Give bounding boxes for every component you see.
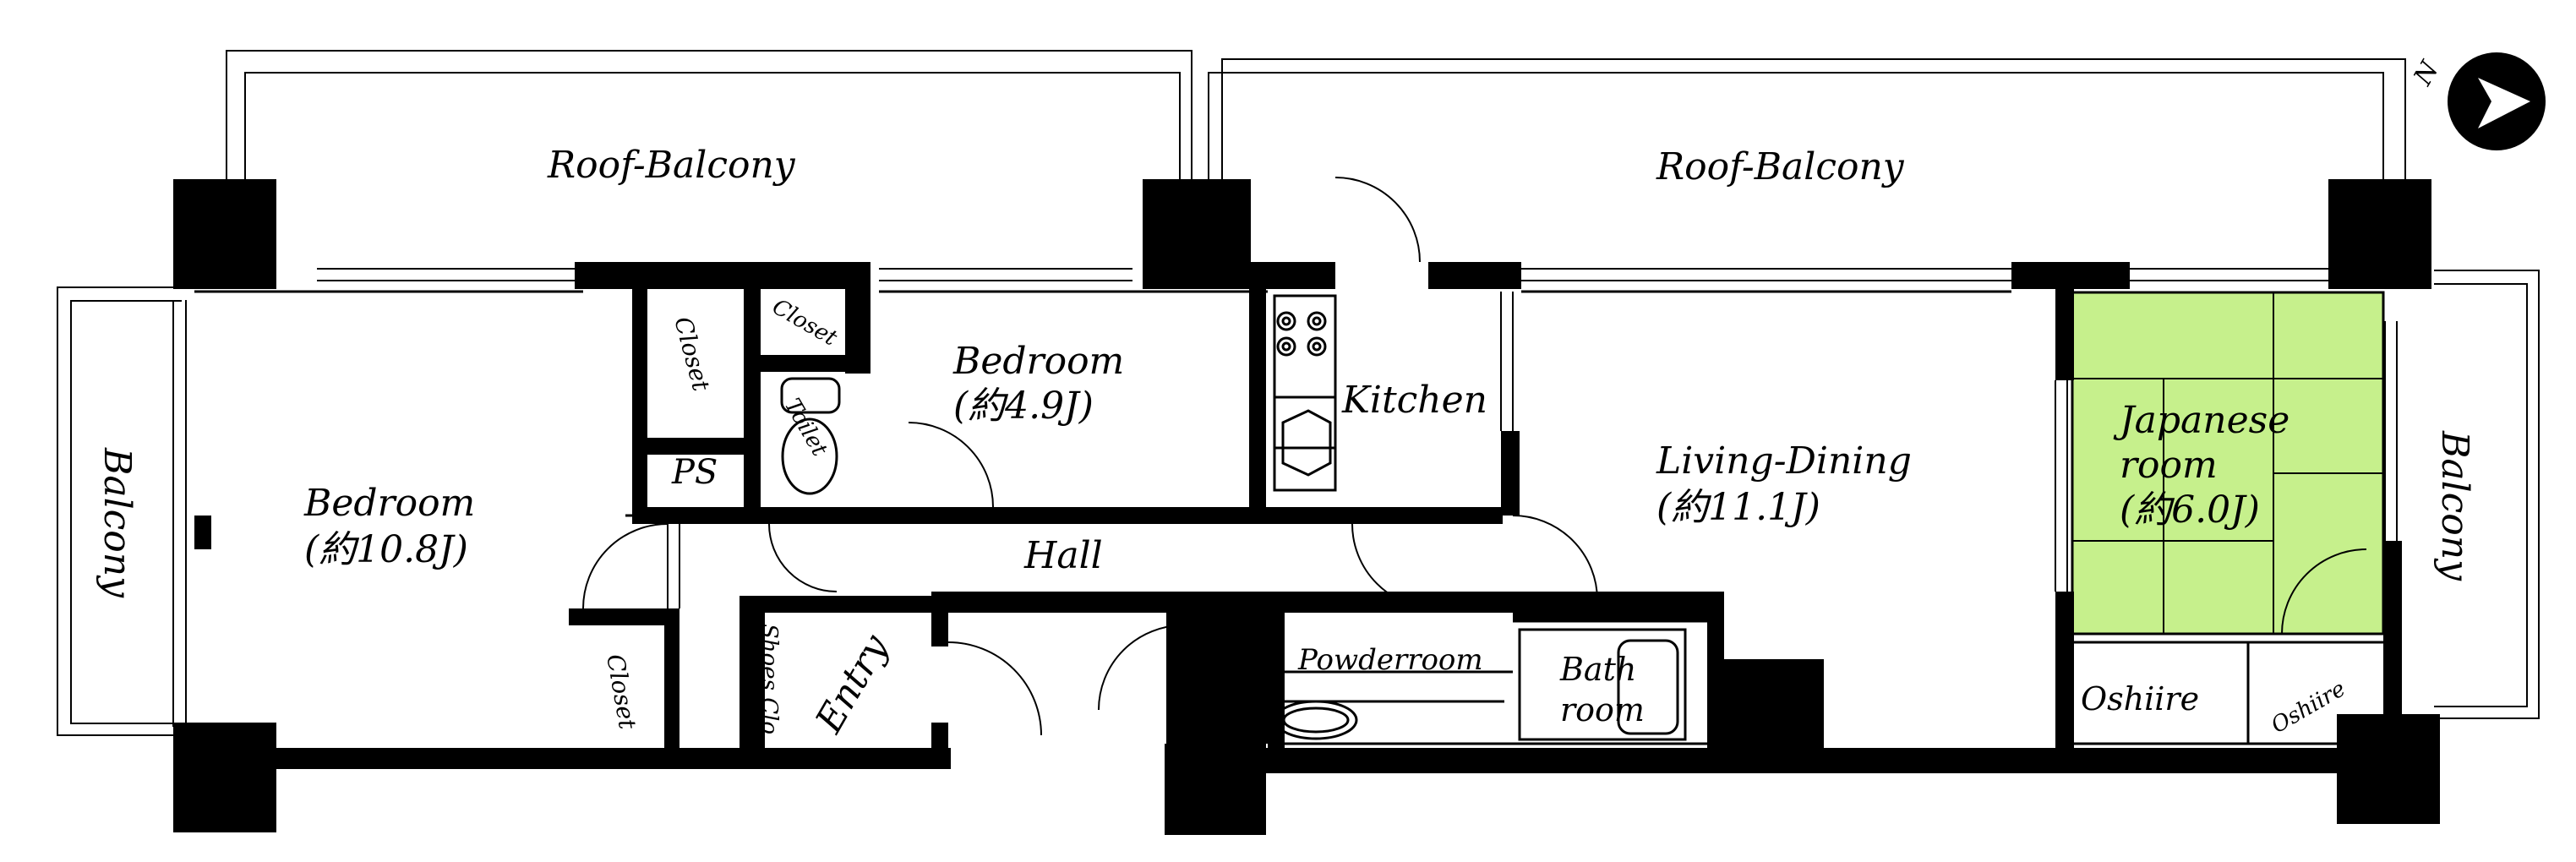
- closet-small-label: Closet: [768, 294, 842, 352]
- living-dining-size-label: (約11.1J): [1656, 486, 1820, 529]
- door-swings: [582, 177, 2367, 736]
- tatami-lines: [2072, 292, 2383, 634]
- living-dining-label: Living-Dining: [1656, 439, 1912, 483]
- japanese-room-label-2: room: [2120, 444, 2218, 487]
- kitchen-label: Kitchen: [1341, 379, 1487, 422]
- closet-lower-label: Closet: [601, 652, 641, 732]
- japanese-room-fill: [2071, 291, 2385, 636]
- closet-top-label: Closet: [669, 314, 715, 395]
- toilet-label: Toilet: [779, 395, 832, 461]
- shoes-closet-label: Shoes Clo: [756, 624, 782, 734]
- roof-balcony-right-label: Roof-Balcony: [1656, 145, 1905, 188]
- balcony-outlines: [57, 50, 2540, 736]
- bath-room-label-2: room: [1560, 691, 1645, 728]
- walls: [173, 179, 2440, 835]
- japanese-room-size-label: (約6.0J): [2120, 488, 2260, 532]
- mb-label-2: B: [1203, 685, 1228, 723]
- mb-label-1: M: [1203, 637, 1239, 676]
- compass-icon: N: [2408, 52, 2546, 150]
- bath-room-label-1: Bath: [1559, 651, 1636, 688]
- bedroom-large-size-label: (約10.8J): [304, 528, 468, 571]
- north-label: N: [2408, 55, 2446, 91]
- ps-label: PS: [671, 453, 718, 492]
- japanese-room-label-1: Japanese: [2113, 399, 2289, 442]
- windows: [172, 268, 2398, 727]
- powder-room-label: Powderroom: [1297, 643, 1483, 677]
- oshiire-large-label: Oshiire: [2081, 680, 2199, 717]
- entry-label: Entry: [807, 627, 898, 741]
- bedroom-small-size-label: (約4.9J): [953, 385, 1094, 428]
- balcony-right-label: Balcony: [2433, 430, 2476, 581]
- hall-label: Hall: [1023, 534, 1103, 577]
- balcony-left-label: Balcony: [96, 447, 139, 598]
- bedroom-large-label: Bedroom: [303, 482, 475, 525]
- roof-balcony-left-label: Roof-Balcony: [547, 144, 796, 187]
- bedroom-small-label: Bedroom: [952, 340, 1124, 383]
